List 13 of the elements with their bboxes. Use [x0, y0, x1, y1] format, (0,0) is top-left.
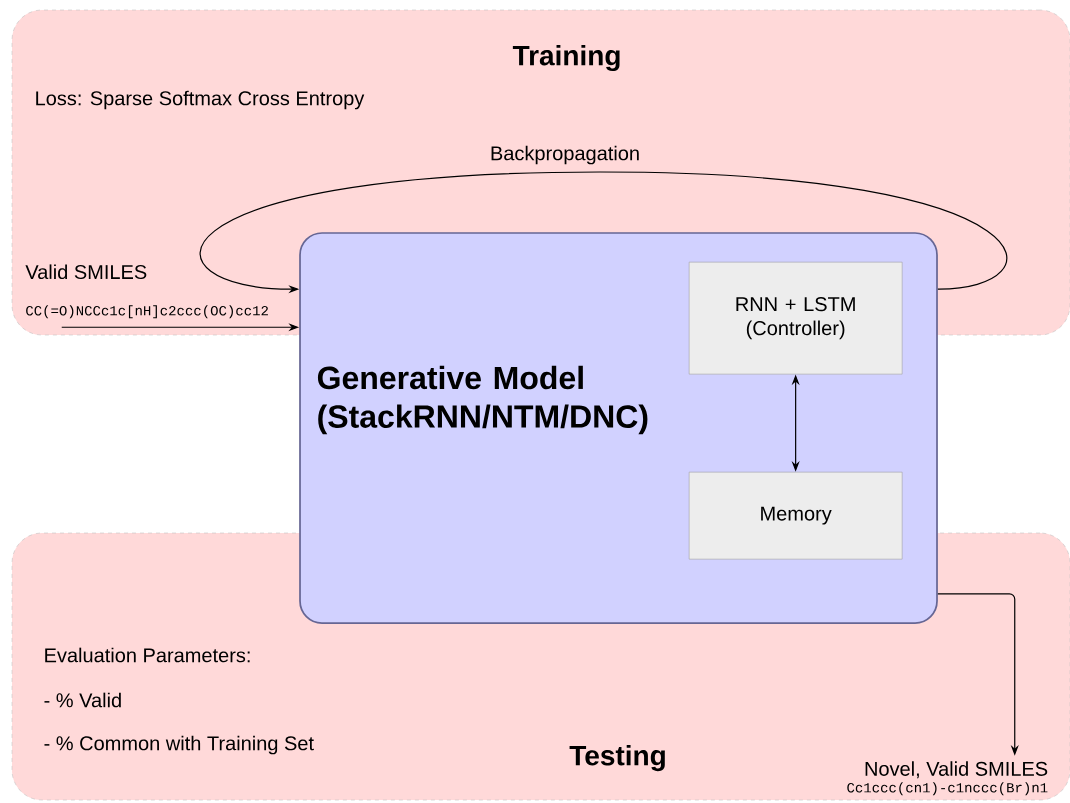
evaluation-text: - % Common with Training Set [44, 735, 314, 755]
edge-label: Backpropagation [491, 145, 639, 165]
panel-title: Training [512, 44, 620, 72]
loss-label: Loss: Sparse Softmax Cross Entropy [36, 90, 365, 110]
input-label: Valid SMILES [25, 264, 147, 280]
evaluation-text: - % Valid [44, 692, 121, 708]
smiles-string: Cc1ccc(cn1)-c1nccc(Br)n1 [847, 782, 1048, 796]
memory-box: Memory [688, 471, 903, 560]
evaluation-text: Evaluation Parameters: [45, 647, 250, 663]
controller-box: RNN + LSTM (Controller) [688, 261, 903, 375]
panel-title: Testing [569, 744, 665, 772]
output-label: Novel, Valid SMILES [865, 761, 1048, 779]
smiles-string: CC(=O)NCCc1c[nH]c2ccc(OC)cc12 [26, 305, 268, 319]
